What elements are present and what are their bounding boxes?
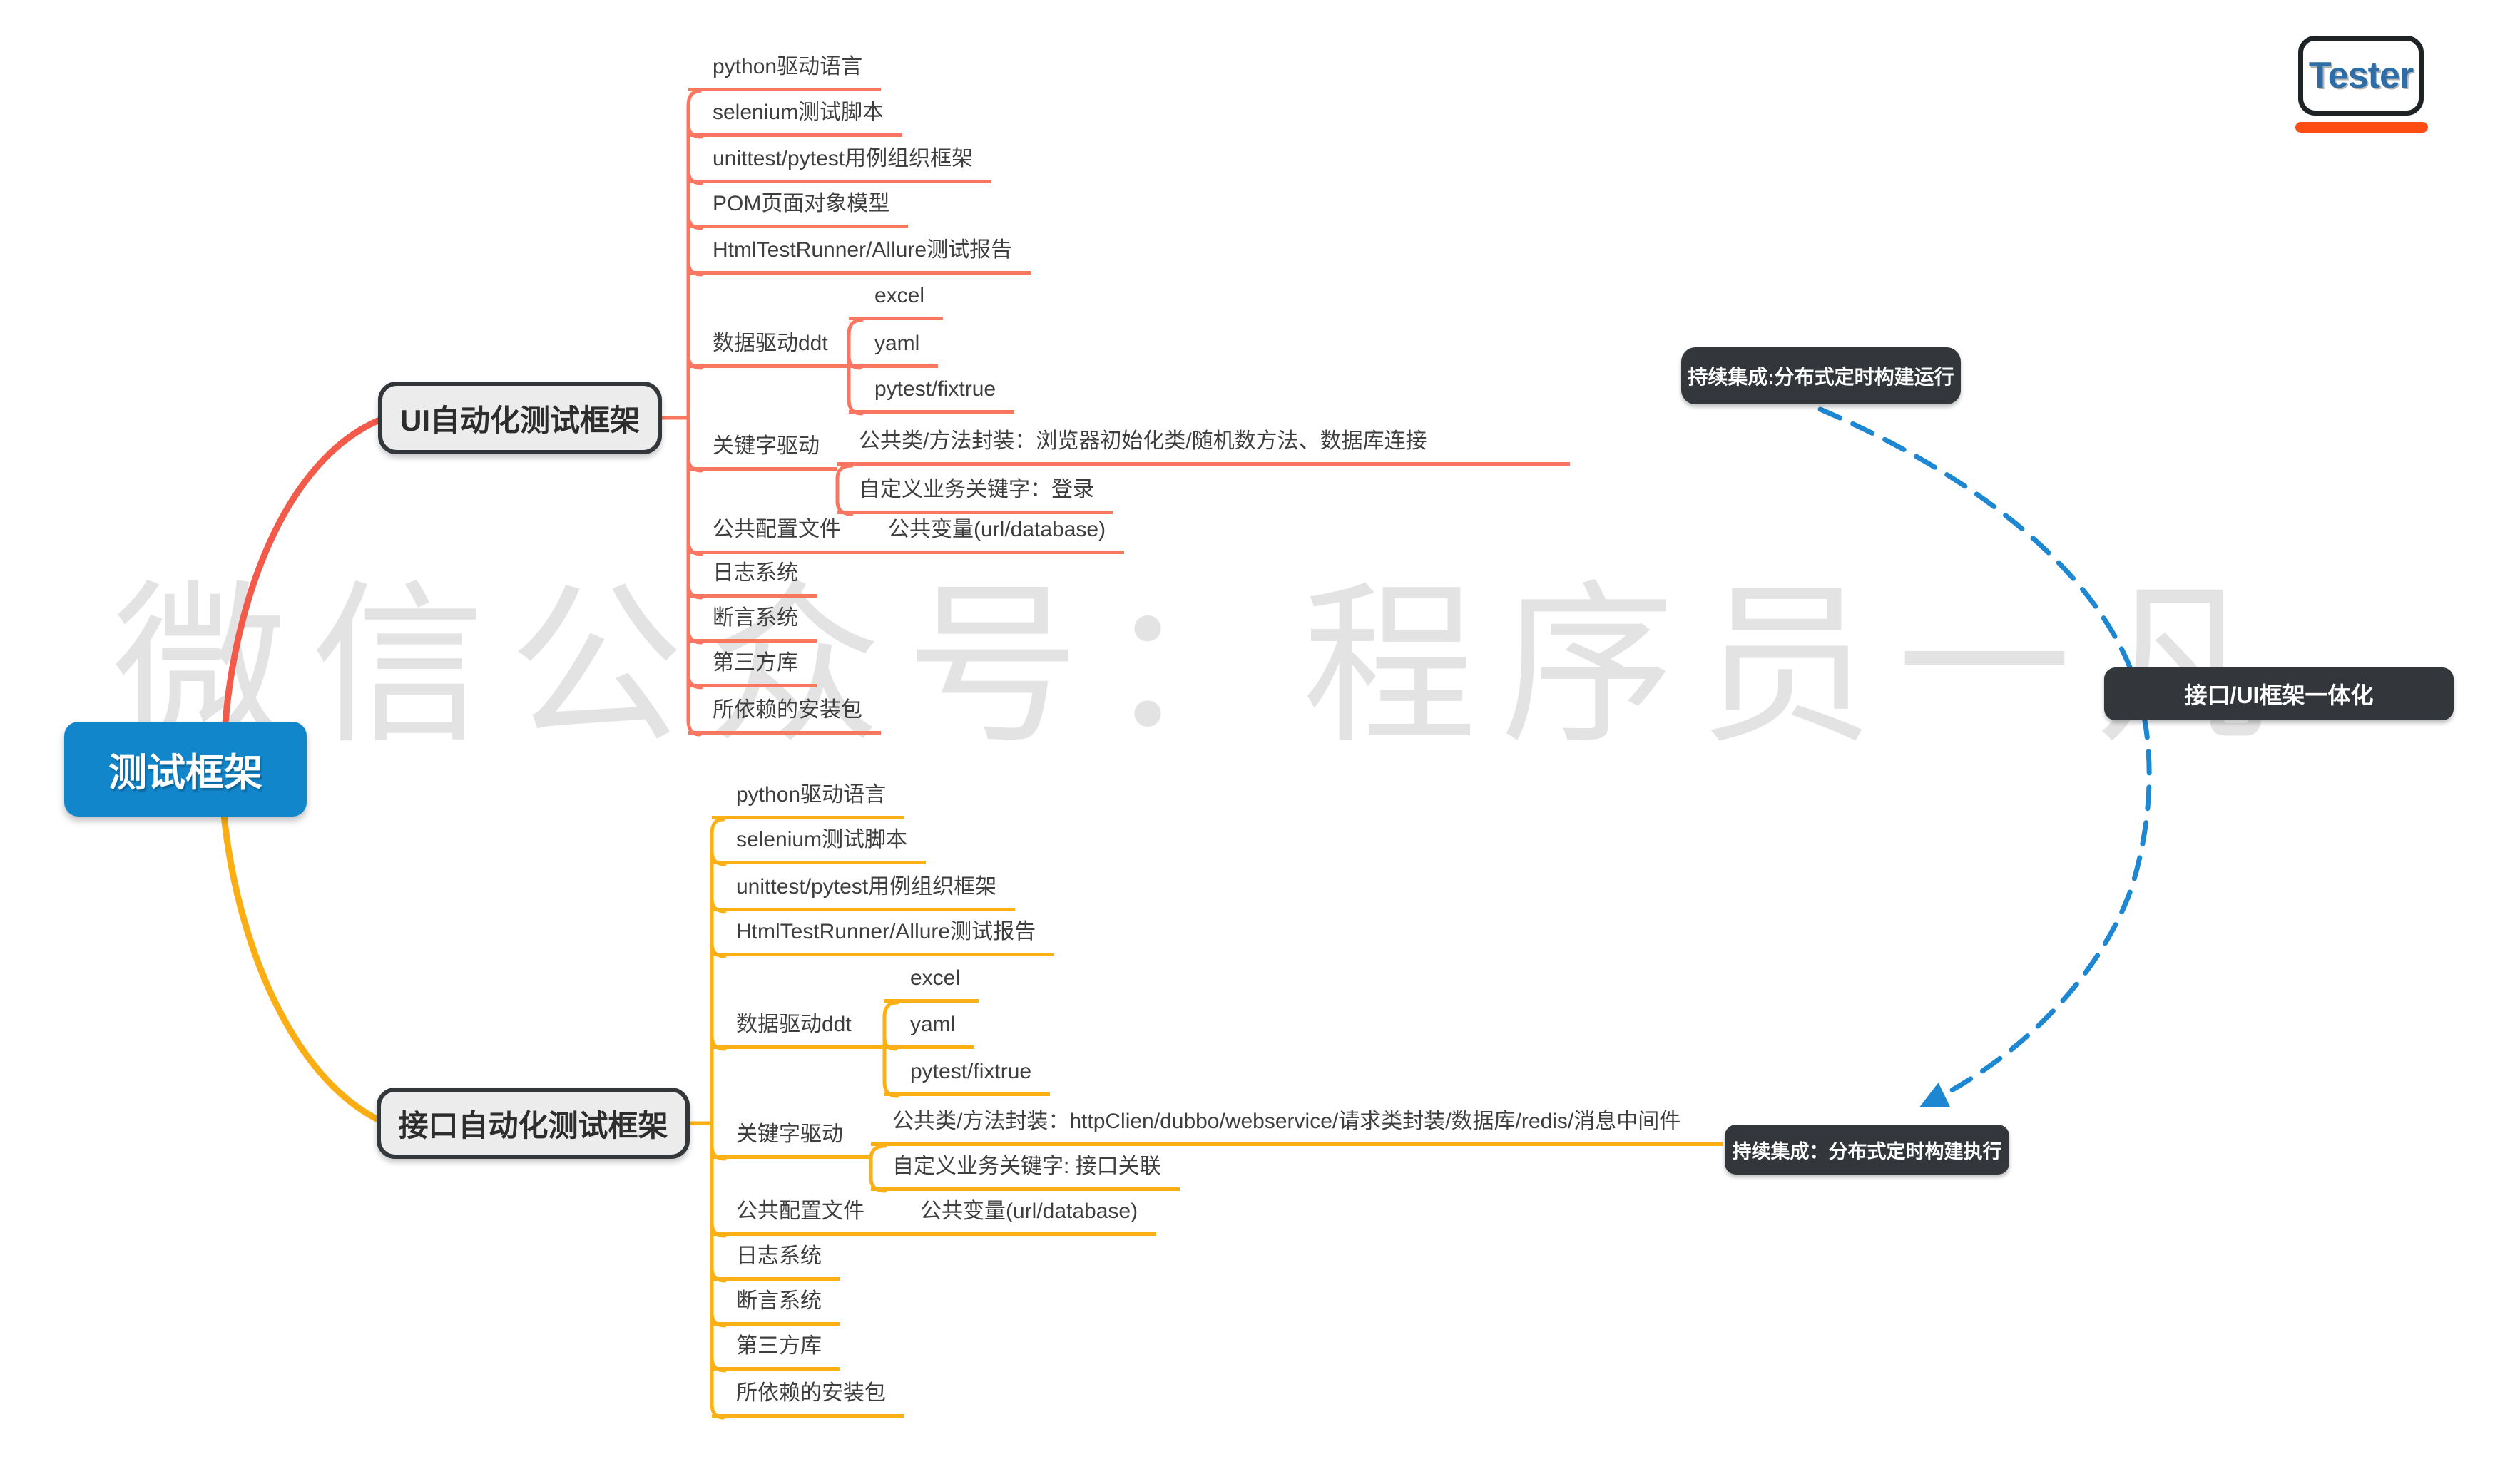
badge-ci-run[interactable]: 持续集成:分布式定时构建运行 — [1681, 347, 1961, 404]
ui-item-unittest[interactable]: unittest/pytest用例组织框架 — [688, 145, 992, 183]
ui-config-label[interactable]: 公共配置文件 — [688, 516, 881, 554]
api-item-selenium[interactable]: selenium测试脚本 — [712, 826, 927, 864]
branch-topic-api[interactable]: 接口自动化测试框架 — [377, 1088, 690, 1159]
ui-config-vars[interactable]: 公共变量(url/database) — [881, 516, 1125, 554]
api-ddt-excel[interactable]: excel — [884, 964, 979, 1003]
api-keyword-custom[interactable]: 自定义业务关键字: 接口关联 — [871, 1152, 1180, 1191]
api-item-thirdlib[interactable]: 第三方库 — [712, 1332, 840, 1371]
api-keyword-label[interactable]: 关键字驱动 — [712, 1120, 871, 1159]
ui-keyword-label[interactable]: 关键字驱动 — [688, 432, 837, 471]
ui-item-packages[interactable]: 所依赖的安装包 — [688, 696, 881, 735]
api-ddt-pytest[interactable]: pytest/fixtrue — [884, 1058, 1051, 1096]
logo-underline-bar — [2295, 122, 2428, 133]
ui-item-report[interactable]: HtmlTestRunner/Allure测试报告 — [688, 236, 1031, 275]
ui-item-selenium[interactable]: selenium测试脚本 — [688, 98, 903, 137]
ui-ddt-excel[interactable]: excel — [849, 282, 944, 320]
watermark-text: 微信公众号：程序员一凡 — [113, 568, 2294, 763]
ui-branch-curve — [222, 416, 383, 727]
api-item-python[interactable]: python驱动语言 — [712, 781, 905, 819]
root-topic[interactable]: 测试框架 — [64, 722, 307, 817]
ui-item-thirdlib[interactable]: 第三方库 — [688, 649, 817, 687]
api-keyword-common-class[interactable]: 公共类/方法封装：httpClien/dubbo/webservice/请求类封… — [871, 1107, 1724, 1146]
ui-item-pom[interactable]: POM页面对象模型 — [688, 190, 909, 228]
api-item-assert[interactable]: 断言系统 — [712, 1287, 840, 1326]
api-config-vars[interactable]: 公共变量(url/database) — [913, 1197, 1157, 1236]
ui-ddt-label[interactable]: 数据驱动ddt — [688, 329, 849, 368]
api-config-label[interactable]: 公共配置文件 — [712, 1197, 913, 1236]
ci-dashed-connector — [1817, 406, 2152, 1107]
api-item-report[interactable]: HtmlTestRunner/Allure测试报告 — [712, 918, 1055, 956]
api-item-log[interactable]: 日志系统 — [712, 1242, 840, 1281]
ui-keyword-custom[interactable]: 自定义业务关键字：登录 — [837, 476, 1113, 514]
api-ddt-label[interactable]: 数据驱动ddt — [712, 1010, 884, 1049]
badge-ci-exec[interactable]: 持续集成：分布式定时构建执行 — [1725, 1125, 2009, 1175]
ui-ddt-yaml[interactable]: yaml — [849, 329, 939, 368]
ui-item-python[interactable]: python驱动语言 — [688, 53, 882, 91]
badge-integration[interactable]: 接口/UI框架一体化 — [2104, 667, 2454, 720]
api-item-packages[interactable]: 所依赖的安装包 — [712, 1379, 904, 1418]
api-branch-curve — [220, 812, 382, 1123]
ui-item-log[interactable]: 日志系统 — [688, 559, 817, 598]
api-item-unittest[interactable]: unittest/pytest用例组织框架 — [712, 873, 1016, 911]
ui-keyword-common-class[interactable]: 公共类/方法封装：浏览器初始化类/随机数方法、数据库连接 — [837, 427, 1570, 466]
branch-topic-ui[interactable]: UI自动化测试框架 — [378, 382, 662, 454]
ui-item-assert[interactable]: 断言系统 — [688, 604, 817, 643]
tester-logo: Tester — [2298, 36, 2424, 116]
api-ddt-yaml[interactable]: yaml — [884, 1010, 974, 1049]
ui-ddt-pytest[interactable]: pytest/fixtrue — [849, 375, 1015, 414]
